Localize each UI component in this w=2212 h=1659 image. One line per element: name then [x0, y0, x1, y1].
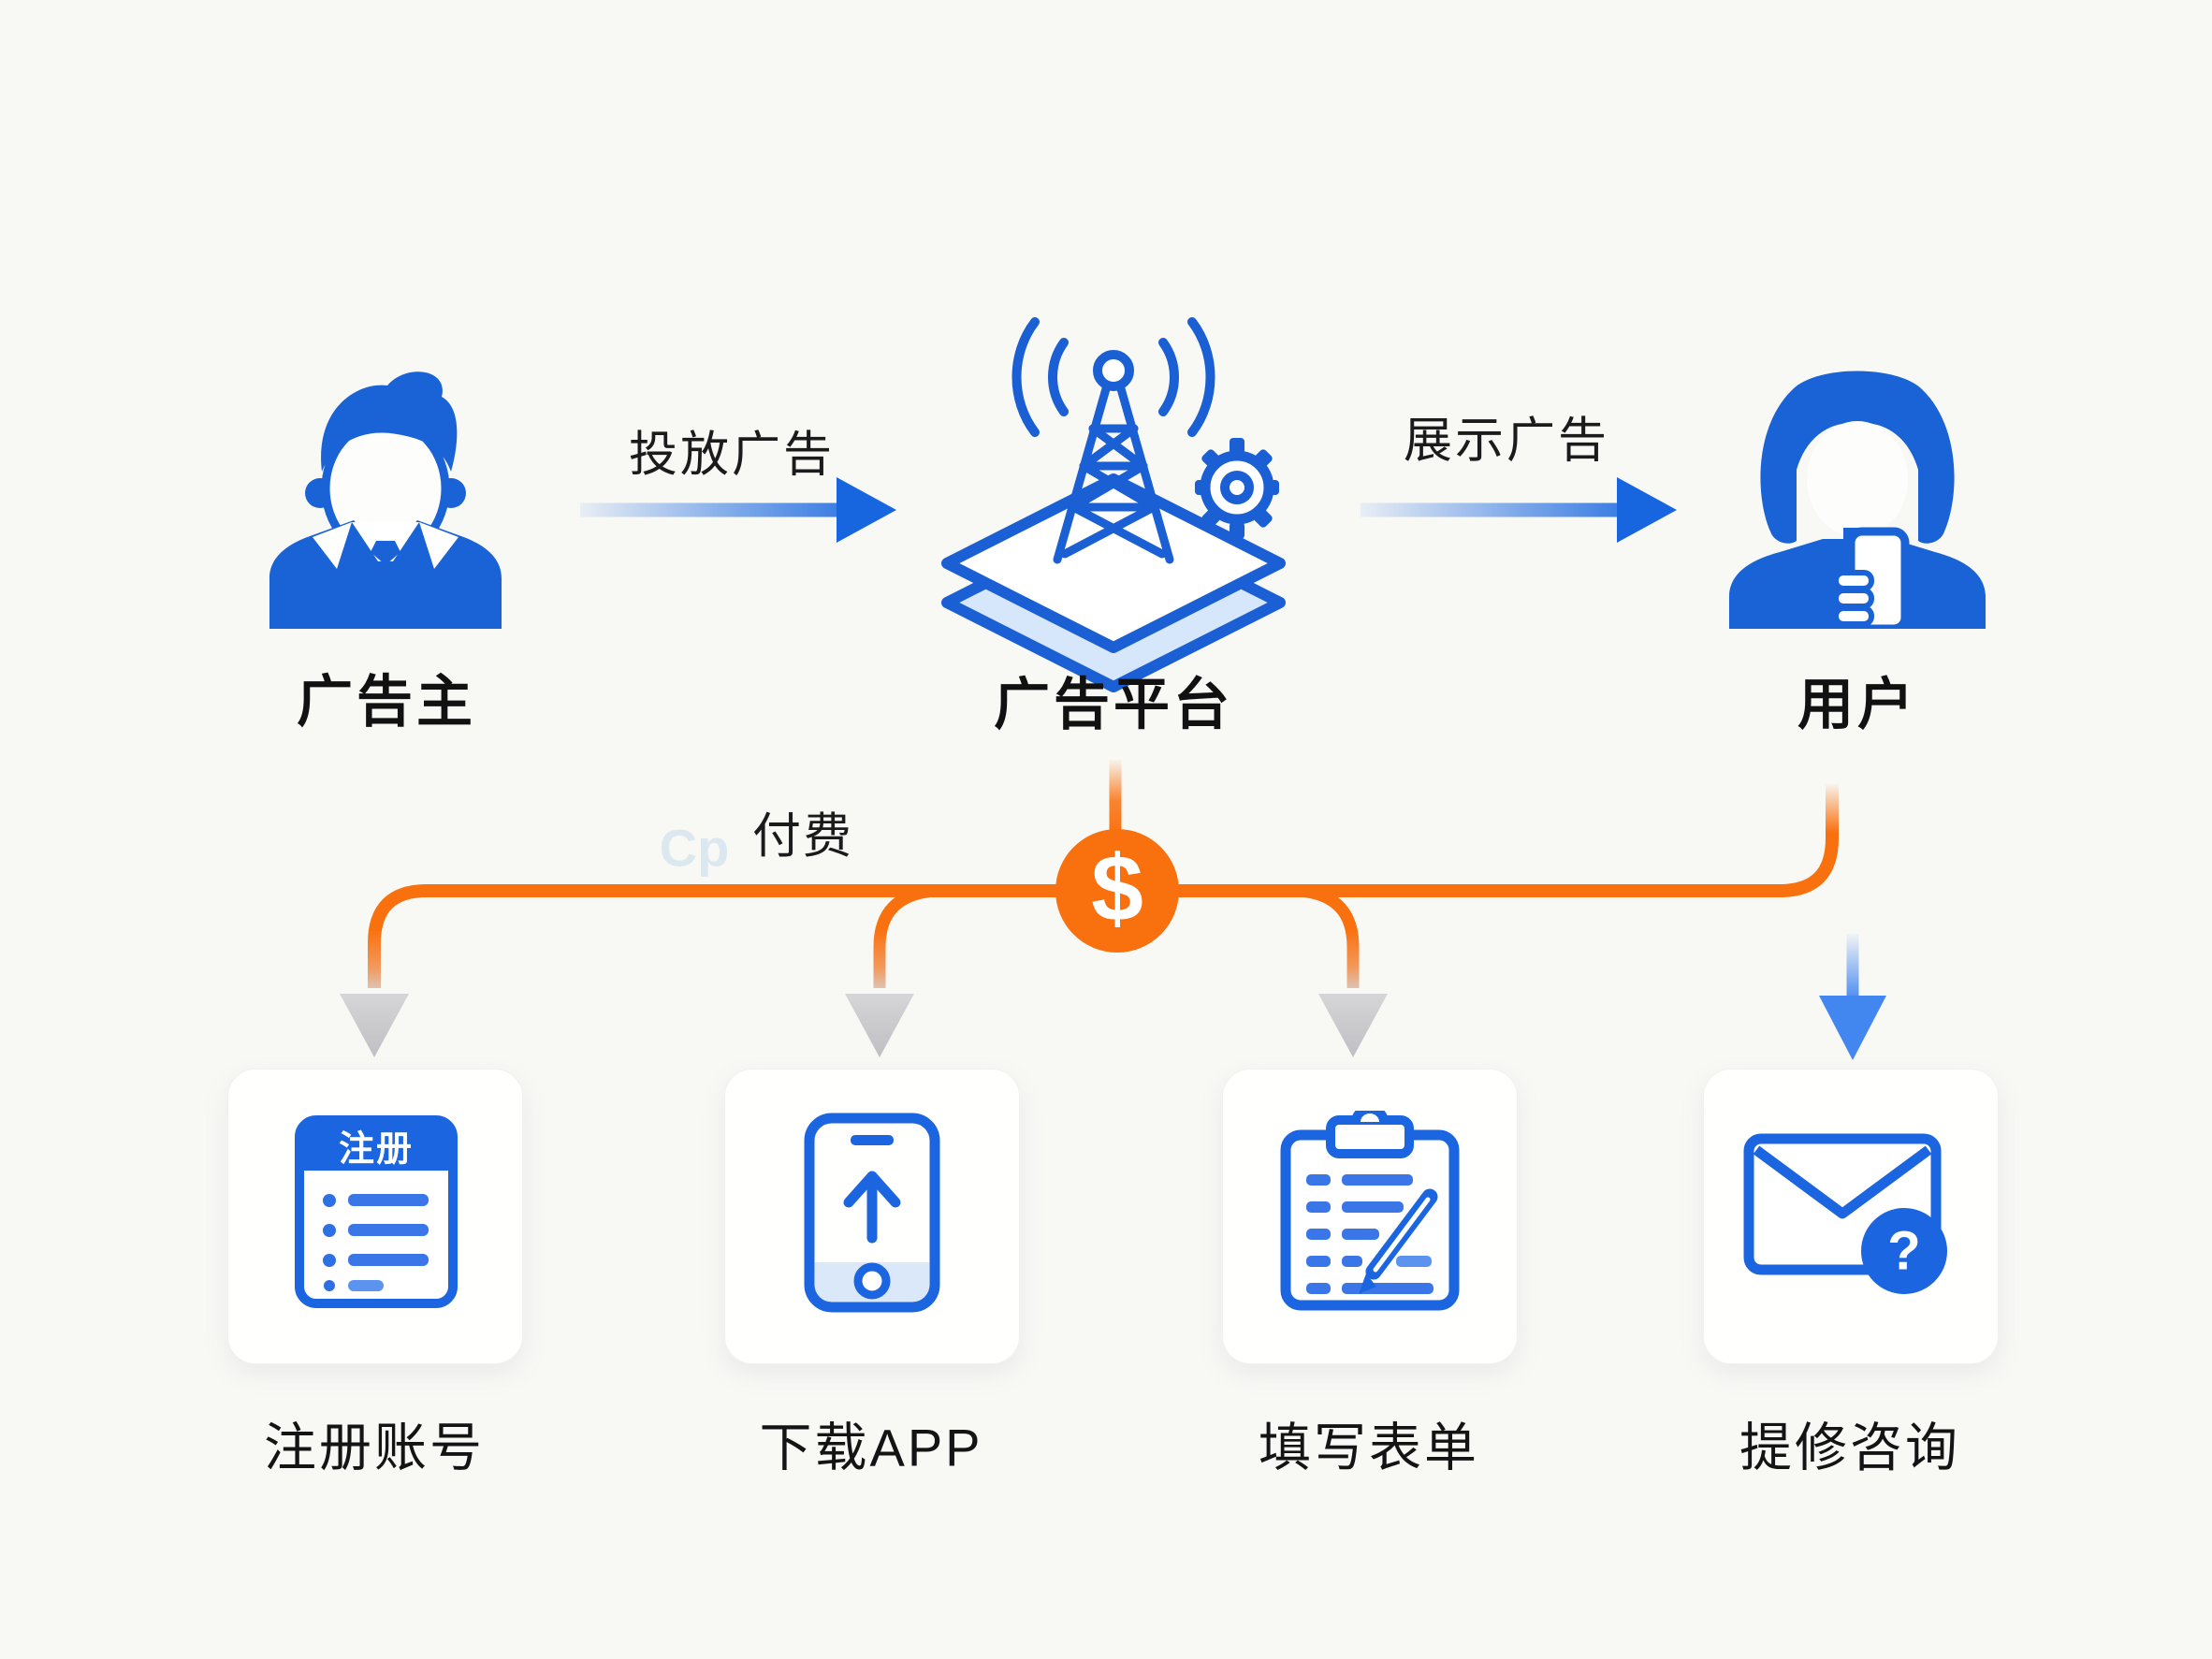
show-ads-arrow [1361, 477, 1677, 543]
user-down-arrow [1819, 934, 1886, 1060]
businessman-icon [269, 371, 502, 629]
card-form-label: 填写表单 [1259, 1418, 1479, 1477]
show-ads-arrow-label: 展示广告 [1403, 414, 1610, 469]
mail-question-icon [1743, 1133, 1947, 1294]
gray-down-arrowheads [340, 994, 1388, 1057]
place-ads-arrow-label: 投放广告 [628, 428, 836, 483]
question-mark: ? [1887, 1220, 1921, 1282]
phone-upload-icon [804, 1113, 940, 1313]
gear-icon [1195, 438, 1279, 539]
user-label: 用户 [1797, 673, 1917, 736]
dollar-symbol: $ [1091, 836, 1143, 941]
pencil-icon [1359, 1188, 1438, 1294]
card-download-app [724, 1069, 1020, 1364]
card-download-label: 下载APP [759, 1418, 983, 1477]
card-inquiry-label: 提修咨询 [1739, 1418, 1960, 1477]
payment-label: 付费 [751, 809, 854, 865]
platform-label: 广告平台 [994, 673, 1233, 736]
woman-phone-icon [1729, 371, 1986, 629]
advertiser-label: 广告主 [297, 670, 476, 734]
register-badge-text: 注册 [338, 1129, 415, 1170]
card-register-account: 注册 [227, 1069, 523, 1364]
register-form-icon [295, 1115, 458, 1308]
card-inquiry: ? [1703, 1069, 1999, 1364]
ad-platform-tower-icon [941, 317, 1286, 692]
place-ads-arrow [580, 477, 896, 543]
card-register-label: 注册账号 [264, 1418, 485, 1477]
card-fill-form [1222, 1069, 1518, 1364]
dollar-coin-icon [1055, 829, 1179, 953]
clipboard-pencil-icon [1280, 1111, 1460, 1311]
watermark-text: Cp [659, 818, 730, 878]
